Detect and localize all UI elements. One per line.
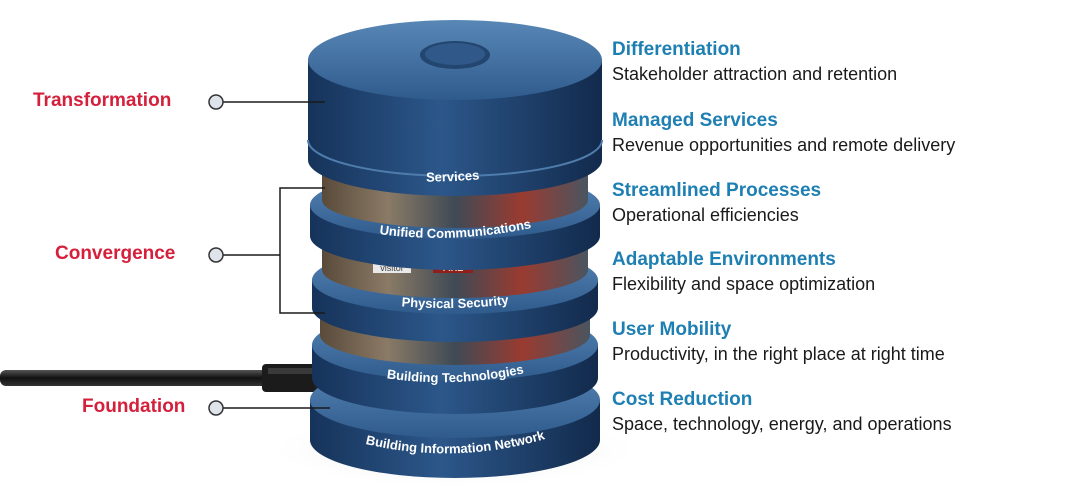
convergence-bracket [279,187,325,314]
layer-label-services: Services [426,167,480,184]
benefit-item: Adaptable Environments Flexibility and s… [612,248,1067,296]
benefit-description: Stakeholder attraction and retention [612,64,898,84]
connector-lines [223,101,330,409]
benefit-item: Differentiation Stakeholder attraction a… [612,38,1067,86]
layer-label-physical-security: Physical Security [401,292,510,311]
photo-text-visitor: visitor [380,263,404,273]
benefit-title: Cost Reduction [612,389,753,410]
label-transformation: Transformation [33,90,172,111]
benefit-description: Productivity, in the right place at righ… [612,344,945,364]
benefit-title: User Mobility [612,319,732,340]
benefit-item: Cost Reduction Space, technology, energy… [612,388,1067,436]
circle-node-icon [208,400,224,416]
benefit-title: Managed Services [612,110,778,131]
benefit-description: Flexibility and space optimization [612,274,876,294]
benefit-item: User Mobility Productivity, in the right… [612,318,1067,366]
layer-services [307,20,603,196]
label-foundation: Foundation [82,396,186,417]
benefit-item: Managed Services Revenue opportunities a… [612,109,1067,157]
network-cable-icon [0,364,326,392]
label-convergence: Convergence [55,243,176,264]
benefit-description: Revenue opportunities and remote deliver… [612,135,956,155]
visitor-sign [373,262,411,273]
circle-node-icon [208,247,224,263]
benefit-description: Operational efficiencies [612,205,799,225]
benefit-item: Streamlined Processes Operational effici… [612,179,1067,227]
benefit-title: Streamlined Processes [612,180,822,201]
benefit-title: Differentiation [612,39,741,60]
benefit-title: Adaptable Environments [612,249,836,270]
circle-node-icon [208,94,224,110]
benefit-description: Space, technology, energy, and operation… [612,414,952,434]
